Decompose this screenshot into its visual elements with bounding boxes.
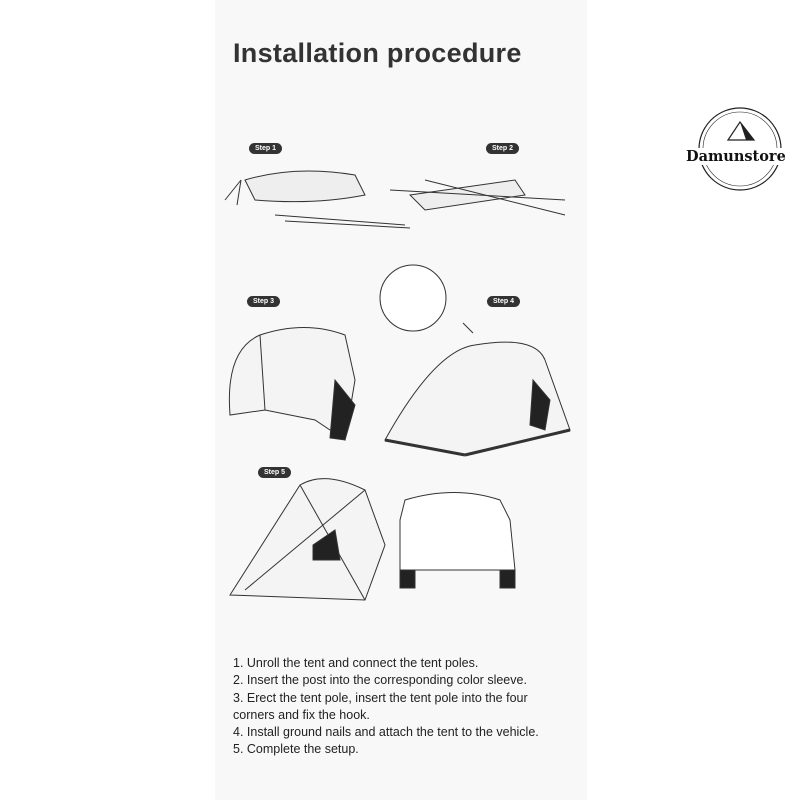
installation-illustrations (224, 170, 571, 601)
step3-illustration (228, 327, 356, 441)
logo-text: Damunstore (684, 148, 788, 165)
instruction-3: 3. Erect the tent pole, insert the tent … (233, 690, 528, 705)
step5-illustration (229, 478, 516, 601)
instruction-5: 5. Complete the setup. (233, 742, 359, 757)
instruction-4: 4. Install ground nails and attach the t… (233, 725, 539, 740)
step-5-label: Step 5 (258, 467, 292, 478)
step2-illustration (389, 179, 566, 216)
step-1-label: Step 1 (249, 143, 283, 154)
step-2-label: Step 2 (486, 143, 520, 154)
instruction-list: 1. Unroll the tent and connect the tent … (233, 655, 539, 759)
instruction-3-cont: corners and fix the hook. (233, 707, 370, 722)
page-title: Installation procedure (233, 38, 522, 68)
instruction-2: 2. Insert the post into the correspondin… (233, 673, 527, 688)
step1-illustration (224, 170, 411, 229)
instruction-1: 1. Unroll the tent and connect the tent … (233, 656, 479, 670)
step-4-label: Step 4 (487, 296, 521, 307)
step-3-label: Step 3 (247, 296, 281, 307)
step4-illustration (379, 264, 571, 457)
